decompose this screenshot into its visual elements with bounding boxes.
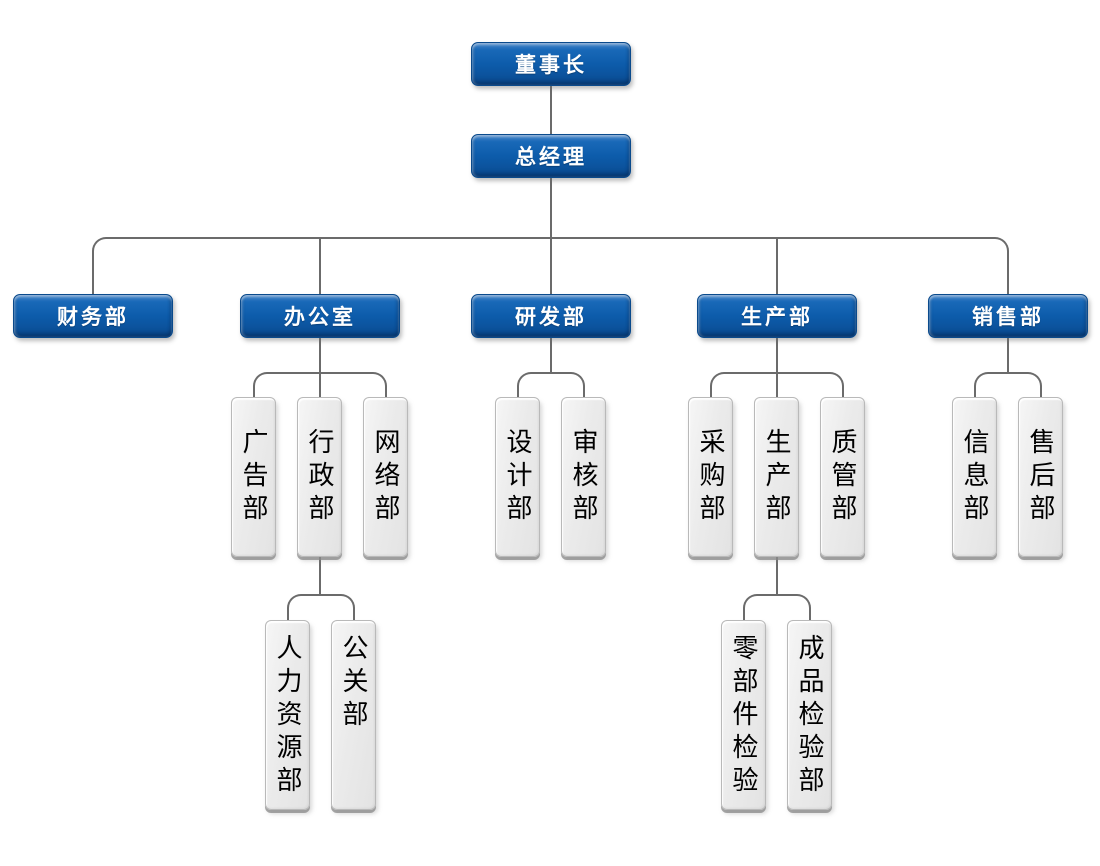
org-node-label: 网络部 xyxy=(370,427,400,527)
org-node-label: 研发部 xyxy=(515,305,587,329)
org-node-production: 生产部 xyxy=(697,294,857,338)
connector-production-stem xyxy=(776,336,778,398)
org-node-office: 办公室 xyxy=(240,294,400,338)
org-node-label: 零部件检验 xyxy=(728,634,758,799)
org-node-label: 信息部 xyxy=(959,427,989,527)
org-node-information: 信息部 xyxy=(952,397,997,557)
org-node-label: 质管部 xyxy=(827,427,857,527)
org-node-design: 设计部 xyxy=(495,397,540,557)
org-node-label: 生产部 xyxy=(761,427,791,527)
connector-sales-stem xyxy=(1007,336,1009,374)
org-node-general-manager: 总经理 xyxy=(471,134,631,178)
org-node-label: 人力资源部 xyxy=(272,634,302,799)
org-node-label: 售后部 xyxy=(1025,427,1055,527)
connector-gm-to-bus xyxy=(550,177,552,238)
org-node-sales: 销售部 xyxy=(928,294,1088,338)
org-node-after-sales: 售后部 xyxy=(1018,397,1063,557)
org-node-public-relations: 公关部 xyxy=(331,620,376,810)
connector-rnd-stem xyxy=(550,336,552,374)
org-node-finance: 财务部 xyxy=(13,294,173,338)
org-node-label: 生产部 xyxy=(741,305,813,329)
org-node-audit: 审核部 xyxy=(561,397,606,557)
connector-chairman-to-gm xyxy=(550,84,552,136)
org-node-chairman: 董事长 xyxy=(471,42,631,86)
org-node-label: 行政部 xyxy=(304,427,334,527)
org-node-label: 办公室 xyxy=(284,305,356,329)
connector-bus-production-children xyxy=(710,372,844,398)
org-node-finished-product-inspection: 成品检验部 xyxy=(787,620,832,810)
connector-bus-office-children xyxy=(253,372,387,398)
connector-bus-production-sub-children xyxy=(743,594,811,621)
org-node-network: 网络部 xyxy=(363,397,408,557)
org-node-production-sub: 生产部 xyxy=(754,397,799,557)
org-node-label: 财务部 xyxy=(57,305,129,329)
org-node-label: 采购部 xyxy=(695,427,725,527)
org-node-purchasing: 采购部 xyxy=(688,397,733,557)
connector-bus-to-rnd xyxy=(550,237,552,295)
org-node-label: 董事长 xyxy=(515,53,587,77)
org-node-parts-inspection: 零部件检验 xyxy=(721,620,766,810)
org-node-label: 总经理 xyxy=(515,145,587,169)
connector-bus-rnd-children xyxy=(517,372,585,398)
connector-bus-to-production xyxy=(776,237,778,295)
connector-bus-to-office xyxy=(319,237,321,295)
connector-production-sub-stem xyxy=(776,555,778,596)
org-node-label: 成品检验部 xyxy=(794,634,824,799)
org-node-label: 广告部 xyxy=(238,427,268,527)
connector-admin-stem xyxy=(319,555,321,596)
org-node-label: 公关部 xyxy=(338,634,368,733)
org-node-label: 设计部 xyxy=(502,427,532,527)
connector-office-stem xyxy=(319,336,321,398)
org-node-quality: 质管部 xyxy=(820,397,865,557)
org-node-rnd: 研发部 xyxy=(471,294,631,338)
org-node-advertising: 广告部 xyxy=(231,397,276,557)
org-node-label: 审核部 xyxy=(568,427,598,527)
connector-bus-admin-children xyxy=(287,594,355,621)
org-node-administration: 行政部 xyxy=(297,397,342,557)
connector-bus-sales-children xyxy=(974,372,1042,398)
org-node-human-resources: 人力资源部 xyxy=(265,620,310,810)
org-node-label: 销售部 xyxy=(972,305,1044,329)
